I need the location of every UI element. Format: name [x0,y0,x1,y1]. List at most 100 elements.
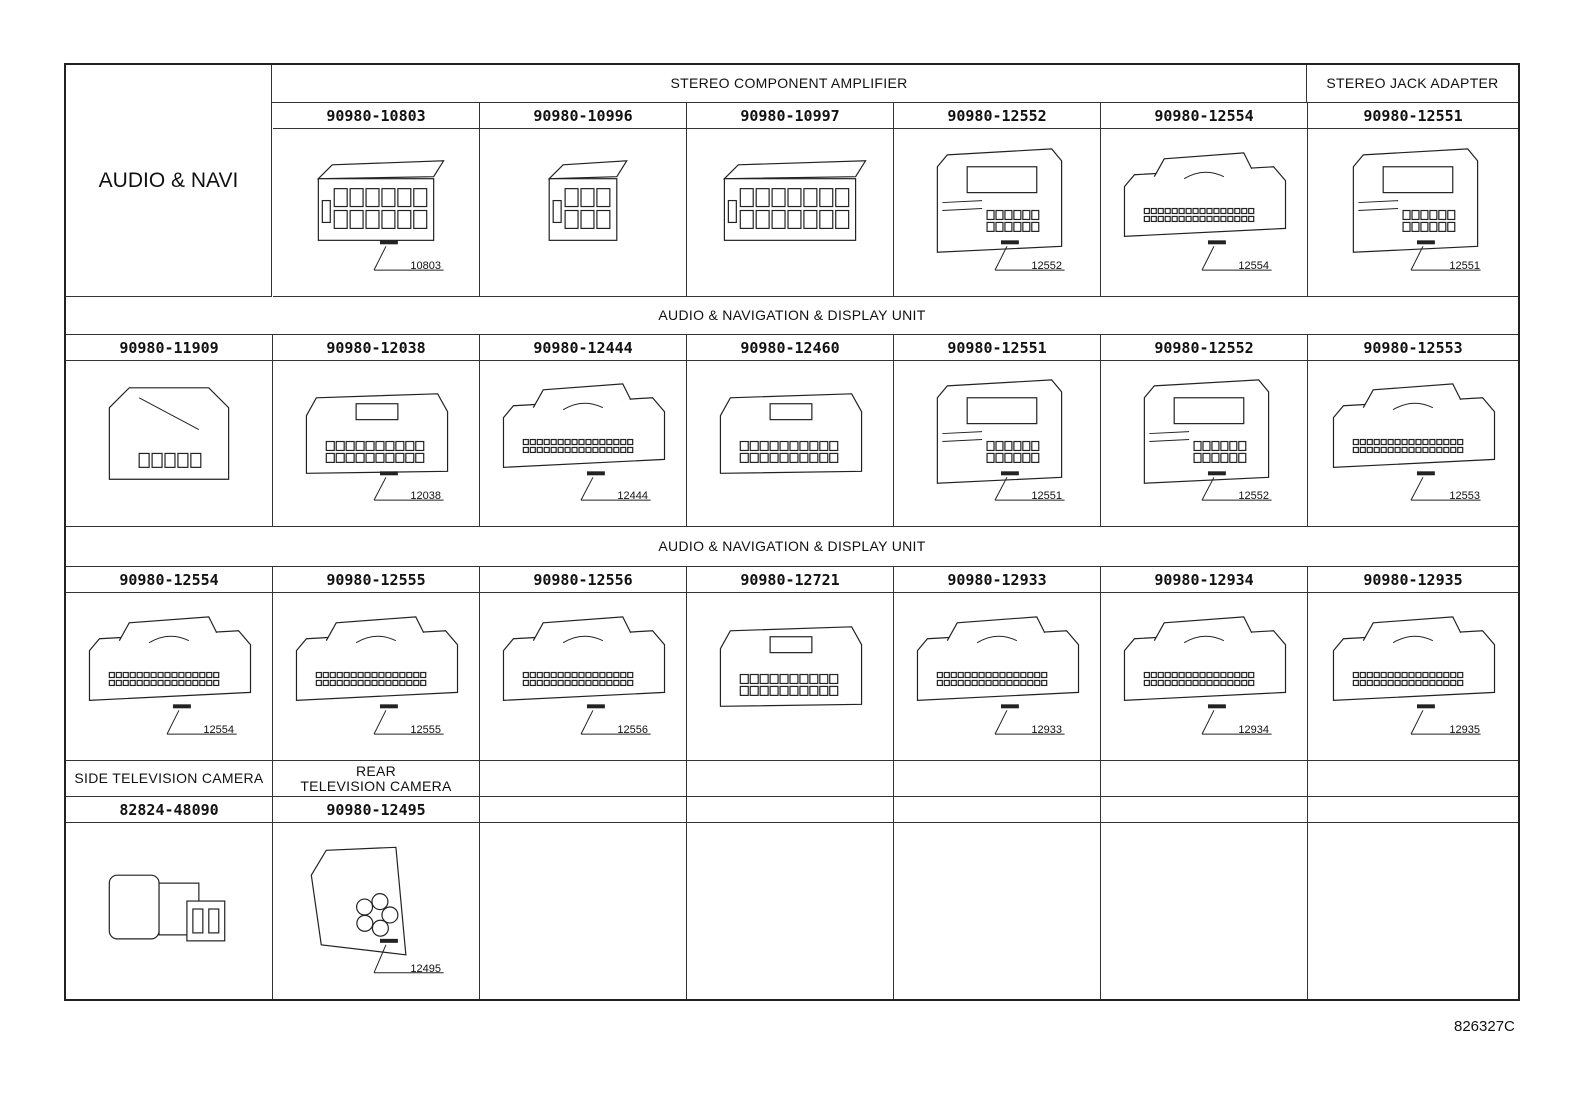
part-number: 90980-12552 [947,106,1047,125]
connector-20pin-drawing [719,626,863,707]
connector-tag: 12554 [203,724,234,736]
connector-image-cell: 12933 [894,593,1101,761]
section-title: AUDIO & NAVI [66,65,272,297]
group-header-jack-adapter: STEREO JACK ADAPTER [1307,65,1518,103]
connector-tag: 12556 [617,724,648,736]
connector-image-cell [687,593,894,761]
part-number-cell: 90980-10997 [687,103,894,129]
part-number: 90980-12038 [326,338,426,357]
part-number: 90980-12551 [1363,106,1463,125]
connector-latch-drawing [1143,379,1272,501]
camera-label-cell: REAR TELEVISION CAMERA [273,761,480,797]
part-number: 90980-12551 [947,338,1047,357]
connector-latch-drawing [1352,148,1481,271]
part-number: 90980-12554 [1154,106,1254,125]
part-number: 90980-12556 [533,570,633,589]
connector-tag: 10803 [410,260,441,272]
connector-tag: 12552 [1238,490,1269,502]
part-number-cell: 90980-12038 [273,335,480,361]
part-number-cell: 90980-12721 [687,567,894,593]
part-number: 90980-11909 [119,338,219,357]
empty-image-cell [687,823,894,999]
group-header-display-unit-1: AUDIO & NAVIGATION & DISPLAY UNIT [66,297,1518,335]
connector-image-cell: 12935 [1308,593,1518,761]
part-number-cell: 90980-12935 [1308,567,1518,593]
connector-image-cell [66,361,273,527]
part-number-cell: 82824-48090 [66,797,273,823]
connector-tag: 12551 [1031,490,1062,502]
connector-tag: 12495 [410,963,441,975]
connector-wide-drawing [1123,152,1287,271]
connector-tag: 12038 [410,490,441,502]
connector-wide-drawing [502,616,666,735]
camera-label: SIDE TELEVISION CAMERA [74,770,264,786]
part-number: 90980-12554 [119,570,219,589]
connector-tag: 12551 [1449,260,1480,272]
part-number-cell: 90980-12934 [1101,567,1308,593]
connector-image-cell: 12551 [894,361,1101,527]
connector-20pin-drawing [305,393,449,501]
connector-image-cell: 12038 [273,361,480,527]
empty-label-cell [687,761,894,797]
camera-label: REAR TELEVISION CAMERA [300,762,452,794]
connector-image-cell: 12934 [1101,593,1308,761]
connector-image-cell: 12553 [1308,361,1518,527]
connector-tag: 12554 [1238,260,1269,272]
part-number-cell: 90980-12933 [894,567,1101,593]
connector-wide-drawing [916,616,1080,735]
connector-image-cell: 12555 [273,593,480,761]
connector-image-cell: 12554 [1101,129,1308,297]
connector-image-cell [480,129,687,297]
part-number: 90980-12933 [947,570,1047,589]
empty-image-cell [1101,823,1308,999]
empty-part-number-cell [1308,797,1518,823]
connector-image-cell [687,361,894,527]
connector-image-cell: 12554 [66,593,273,761]
group-header-amplifier: STEREO COMPONENT AMPLIFIER [272,65,1307,103]
section-title-text: AUDIO & NAVI [98,168,239,192]
connector-image-cell: 12444 [480,361,687,527]
part-number: 90980-12460 [740,338,840,357]
empty-part-number-cell [687,797,894,823]
connector-wide-drawing [88,616,252,735]
empty-label-cell [894,761,1101,797]
part-number-cell: 90980-10803 [273,103,480,129]
empty-part-number-cell [894,797,1101,823]
empty-part-number-cell [480,797,687,823]
part-number: 90980-10996 [533,106,633,125]
connector-16pin-drawing [722,160,867,241]
part-number: 90980-12721 [740,570,840,589]
empty-image-cell [480,823,687,999]
connector-tag: 12555 [410,724,441,736]
part-number-cell: 90980-12555 [273,567,480,593]
part-number: 90980-12934 [1154,570,1254,589]
connector-image-cell [687,129,894,297]
connector-tag: 12935 [1449,724,1480,736]
part-number-cell: 90980-12554 [66,567,273,593]
part-number: 90980-10997 [740,106,840,125]
part-number: 90980-12935 [1363,570,1463,589]
connector-image-cell: 10803 [273,129,480,297]
connector-wide-drawing [502,383,666,501]
connector-tag: 12933 [1031,724,1062,736]
camera-label-cell: SIDE TELEVISION CAMERA [66,761,273,797]
connector-tag: 12444 [617,490,648,502]
empty-image-cell [894,823,1101,999]
connector-image-cell [66,823,273,999]
connector-24pin-drawing [719,393,863,474]
empty-image-cell [1308,823,1518,999]
part-number: 90980-12495 [326,800,426,819]
connector-wide-drawing [1332,616,1496,735]
connector-8pin-drawing [547,160,628,241]
part-number-cell: 90980-12554 [1101,103,1308,129]
empty-label-cell [480,761,687,797]
connector-image-cell: 12552 [1101,361,1308,527]
connector-5pin-drawing [108,387,230,480]
part-number-cell: 90980-12552 [1101,335,1308,361]
group-header-display-unit-1-text: AUDIO & NAVIGATION & DISPLAY UNIT [658,307,926,323]
connector-image-cell: 12552 [894,129,1101,297]
group-header-amplifier-text: STEREO COMPONENT AMPLIFIER [670,75,908,91]
connector-wide-drawing [295,616,459,735]
connector-tag: 12934 [1238,724,1269,736]
part-number: 90980-12553 [1363,338,1463,357]
